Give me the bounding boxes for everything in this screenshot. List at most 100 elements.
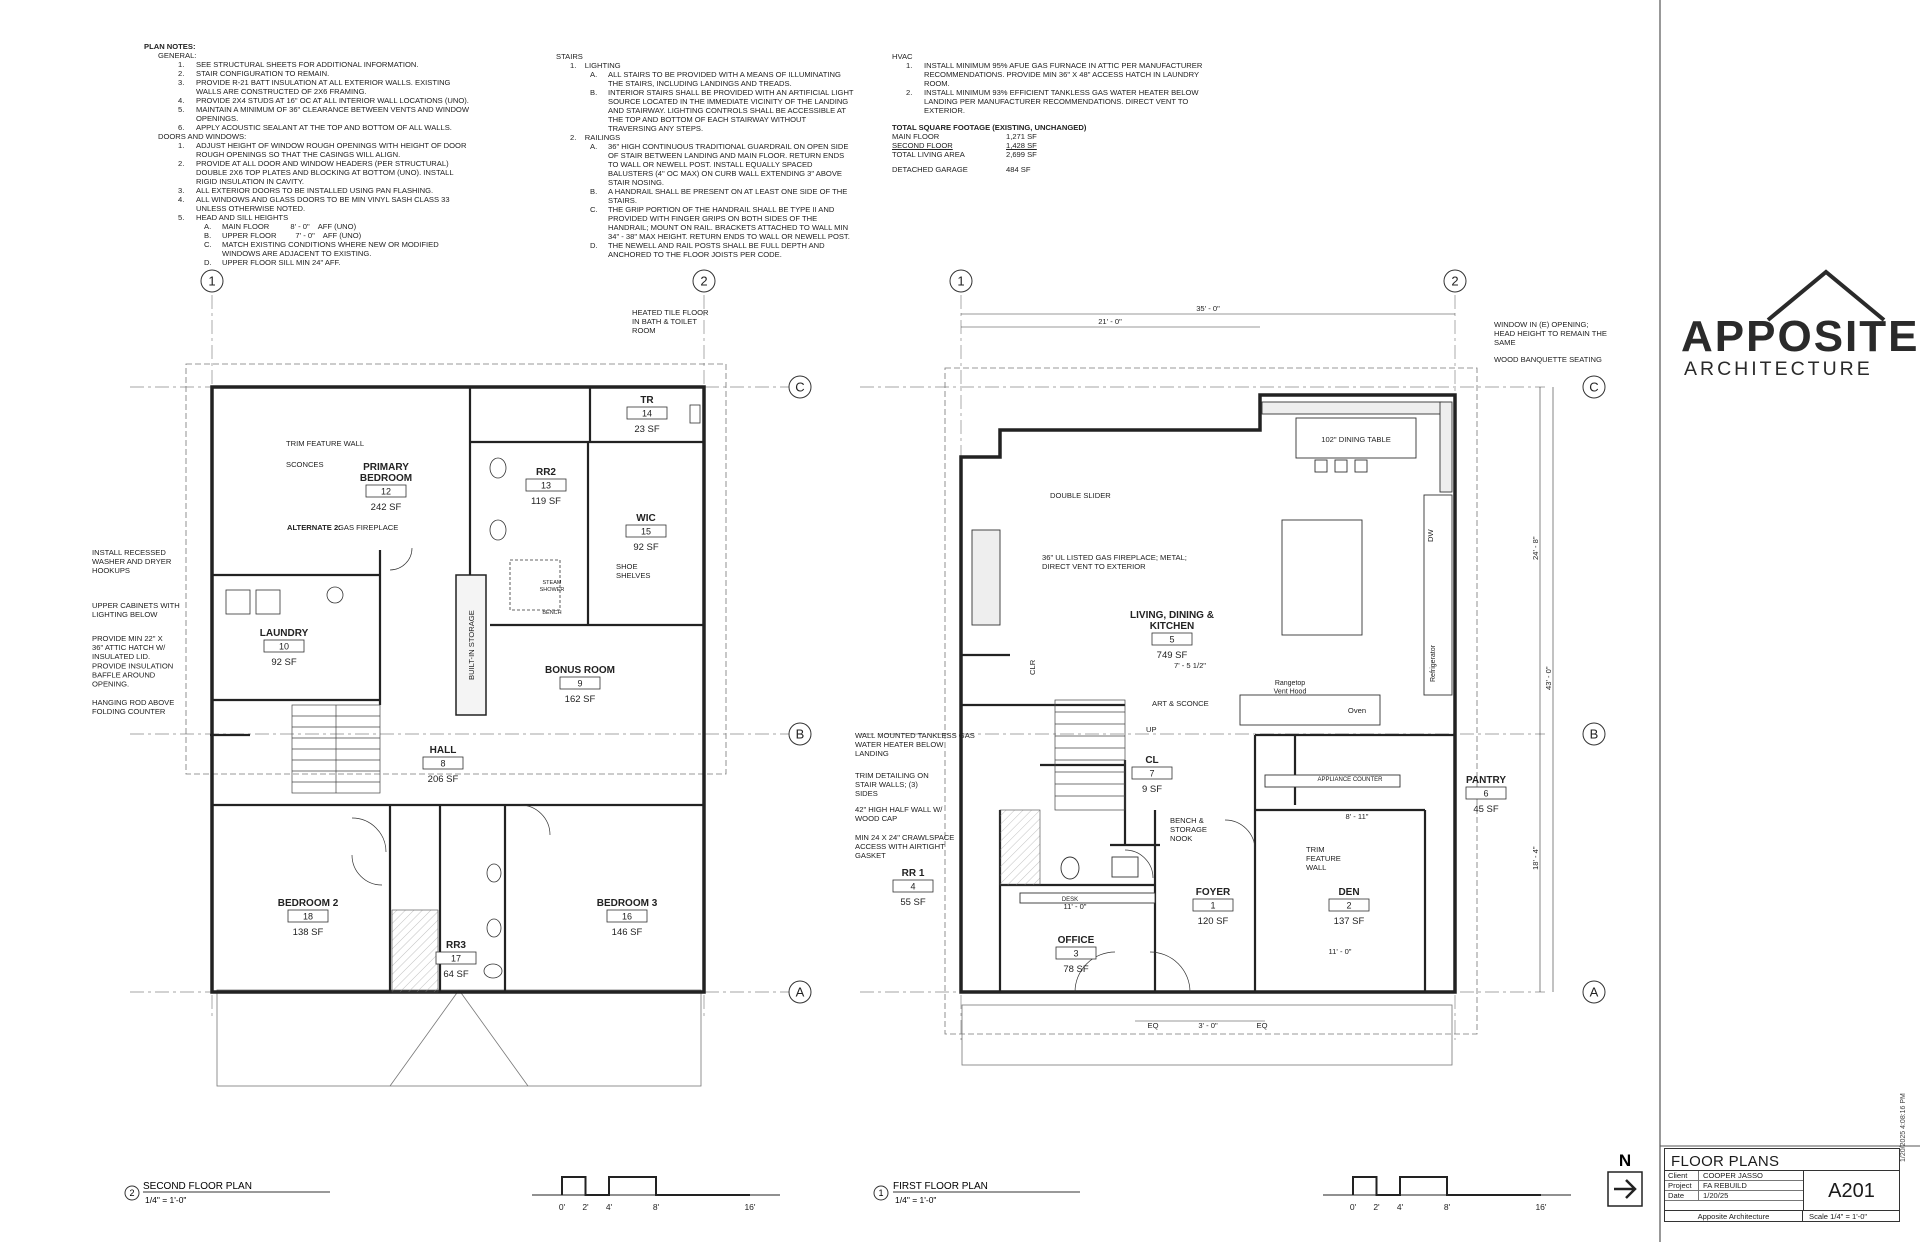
doors-note-item: 1.ADJUST HEIGHT OF WINDOW ROUGH OPENINGS…	[178, 141, 469, 159]
alternate-fireplace-label: ALTERNATE 2:GAS FIREPLACE	[287, 523, 398, 532]
svg-text:MIN 24 X 24" CRAWLSPACE: MIN 24 X 24" CRAWLSPACE	[855, 833, 954, 842]
room-number: 3	[1073, 949, 1078, 959]
scale-bar: 0'2'4'8'16'	[532, 1176, 780, 1212]
svg-text:2: 2	[1451, 274, 1458, 289]
room-area: 162 SF	[565, 694, 596, 705]
clr-label: CLR	[1028, 659, 1037, 675]
room-number: 10	[279, 642, 289, 652]
svg-text:SAME: SAME	[1494, 338, 1516, 347]
hvac-note-item: 1.INSTALL MINIMUM 95% AFUE GAS FURNACE I…	[906, 61, 1205, 88]
svg-text:Rangetop: Rangetop	[1275, 680, 1305, 687]
firm-name: Apposite Architecture	[1665, 1211, 1803, 1221]
svg-text:WASHER AND DRYER: WASHER AND DRYER	[92, 557, 172, 566]
svg-text:SHOWER: SHOWER	[540, 587, 565, 593]
railing-note-item: C.THE GRIP PORTION OF THE HANDRAIL SHALL…	[590, 205, 851, 241]
logo-main: APPOSITE	[1681, 312, 1920, 361]
hvac-list: 1.INSTALL MINIMUM 95% AFUE GAS FURNACE I…	[892, 61, 1222, 115]
scale-tick-label: 16'	[1535, 1202, 1546, 1212]
room-number: 13	[541, 481, 551, 491]
north-arrow: N	[1607, 1151, 1643, 1207]
svg-text:A: A	[796, 985, 805, 1000]
svg-text:SHELVES: SHELVES	[616, 571, 650, 580]
lighting-list: A.ALL STAIRS TO BE PROVIDED WITH A MEANS…	[556, 70, 856, 133]
doors-subnote-item: A.MAIN FLOOR 8' - 0" AFF (UNO)	[204, 222, 357, 231]
notes-general: PLAN NOTES: GENERAL: 1.SEE STRUCTURAL SH…	[144, 42, 474, 267]
plot-timestamp: 1/20/2025 4:08:16 PM	[1900, 1093, 1907, 1162]
room-number: 5	[1169, 635, 1174, 645]
room-number: 9	[577, 679, 582, 689]
svg-text:C: C	[795, 380, 804, 395]
grid-bubble-rowC: C	[788, 375, 812, 399]
room-area: 45 SF	[1473, 804, 1499, 815]
svg-text:2: 2	[129, 1188, 134, 1198]
svg-text:STAIR WALLS; (3): STAIR WALLS; (3)	[855, 780, 918, 789]
general-list: 1.SEE STRUCTURAL SHEETS FOR ADDITIONAL I…	[144, 60, 474, 132]
room-number: 18	[303, 912, 313, 922]
svg-text:SHOE: SHOE	[616, 562, 638, 571]
room-name: RR 1	[902, 868, 925, 879]
svg-text:TRIM DETAILING ON: TRIM DETAILING ON	[855, 771, 929, 780]
svg-text:WALL: WALL	[1306, 863, 1326, 872]
room-number: 7	[1149, 769, 1154, 779]
logo-roof-icon	[1766, 269, 1886, 322]
grid-bubble-col1: 1	[949, 269, 973, 293]
room-area: 749 SF	[1157, 650, 1188, 661]
room-area: 23 SF	[634, 424, 660, 435]
room-name: FOYER	[1196, 887, 1231, 898]
svg-text:WALL MOUNTED TANKLESS GAS: WALL MOUNTED TANKLESS GAS	[855, 731, 975, 740]
svg-text:HEAD HEIGHT TO REMAIN THE: HEAD HEIGHT TO REMAIN THE	[1494, 329, 1607, 338]
attic-hatch-label: PROVIDE MIN 22" X36" ATTIC HATCH W/INSUL…	[92, 634, 173, 689]
lighting-note-item: A.ALL STAIRS TO BE PROVIDED WITH A MEANS…	[590, 70, 843, 88]
room-area: 92 SF	[271, 657, 297, 668]
scale-bars: 0'2'4'8'16'0'2'4'8'16'	[532, 1176, 1571, 1212]
grid-bubble-rowB: B	[1582, 722, 1606, 746]
room-area: 78 SF	[1063, 964, 1089, 975]
room-area: 92 SF	[633, 542, 659, 553]
svg-text:WOOD CAP: WOOD CAP	[855, 814, 897, 823]
railing-note-item: A.36" HIGH CONTINUOUS TRADITIONAL GUARDR…	[590, 142, 851, 187]
fireplace-label: 36" UL LISTED GAS FIREPLACE; METAL;DIREC…	[1042, 553, 1187, 571]
dim-overall-top: 35' - 0"	[1196, 304, 1220, 313]
general-note-item: 4.PROVIDE 2X4 STUDS AT 16" OC AT ALL INT…	[178, 96, 469, 105]
svg-text:HANGING ROD ABOVE: HANGING ROD ABOVE	[92, 698, 174, 707]
room-area: 55 SF	[900, 897, 926, 908]
window-label: WINDOW IN (E) OPENING;HEAD HEIGHT TO REM…	[1494, 320, 1607, 347]
room-area: 146 SF	[612, 927, 643, 938]
grid-bubble-col1: 1	[200, 269, 224, 293]
lighting-heading: 1. LIGHTING	[570, 61, 621, 70]
dim-eq-left: EQ	[1148, 1021, 1159, 1030]
room-area: 9 SF	[1142, 784, 1162, 795]
room-number: 1	[1210, 901, 1215, 911]
svg-text:DIRECT VENT TO EXTERIOR: DIRECT VENT TO EXTERIOR	[1042, 562, 1146, 571]
room-number: 17	[451, 954, 461, 964]
room-area: 64 SF	[443, 969, 469, 980]
dim-den-width: 11' - 0"	[1329, 947, 1352, 956]
room-name: PANTRY	[1466, 775, 1506, 786]
room-name: BEDROOM 2	[278, 898, 339, 909]
room-name: CL	[1145, 755, 1158, 766]
scale-tick-label: 4'	[606, 1202, 613, 1212]
scale-tick-label: 0'	[559, 1202, 566, 1212]
general-note-item: 3.PROVIDE R-21 BATT INSULATION AT ALL EX…	[178, 78, 453, 96]
room-name: BEDROOM 3	[597, 898, 658, 909]
svg-text:N: N	[1619, 1151, 1631, 1170]
second-floor-plan	[130, 295, 790, 1087]
notes-hvac: HVAC 1.INSTALL MINIMUM 95% AFUE GAS FURN…	[892, 52, 1222, 174]
room-area: 119 SF	[531, 496, 561, 507]
hvac-note-item: 2.INSTALL MINIMUM 93% EFFICIENT TANKLESS…	[906, 88, 1201, 115]
doors-subnote-item: D.UPPER FLOOR SILL MIN 24" AFF.	[204, 258, 341, 267]
